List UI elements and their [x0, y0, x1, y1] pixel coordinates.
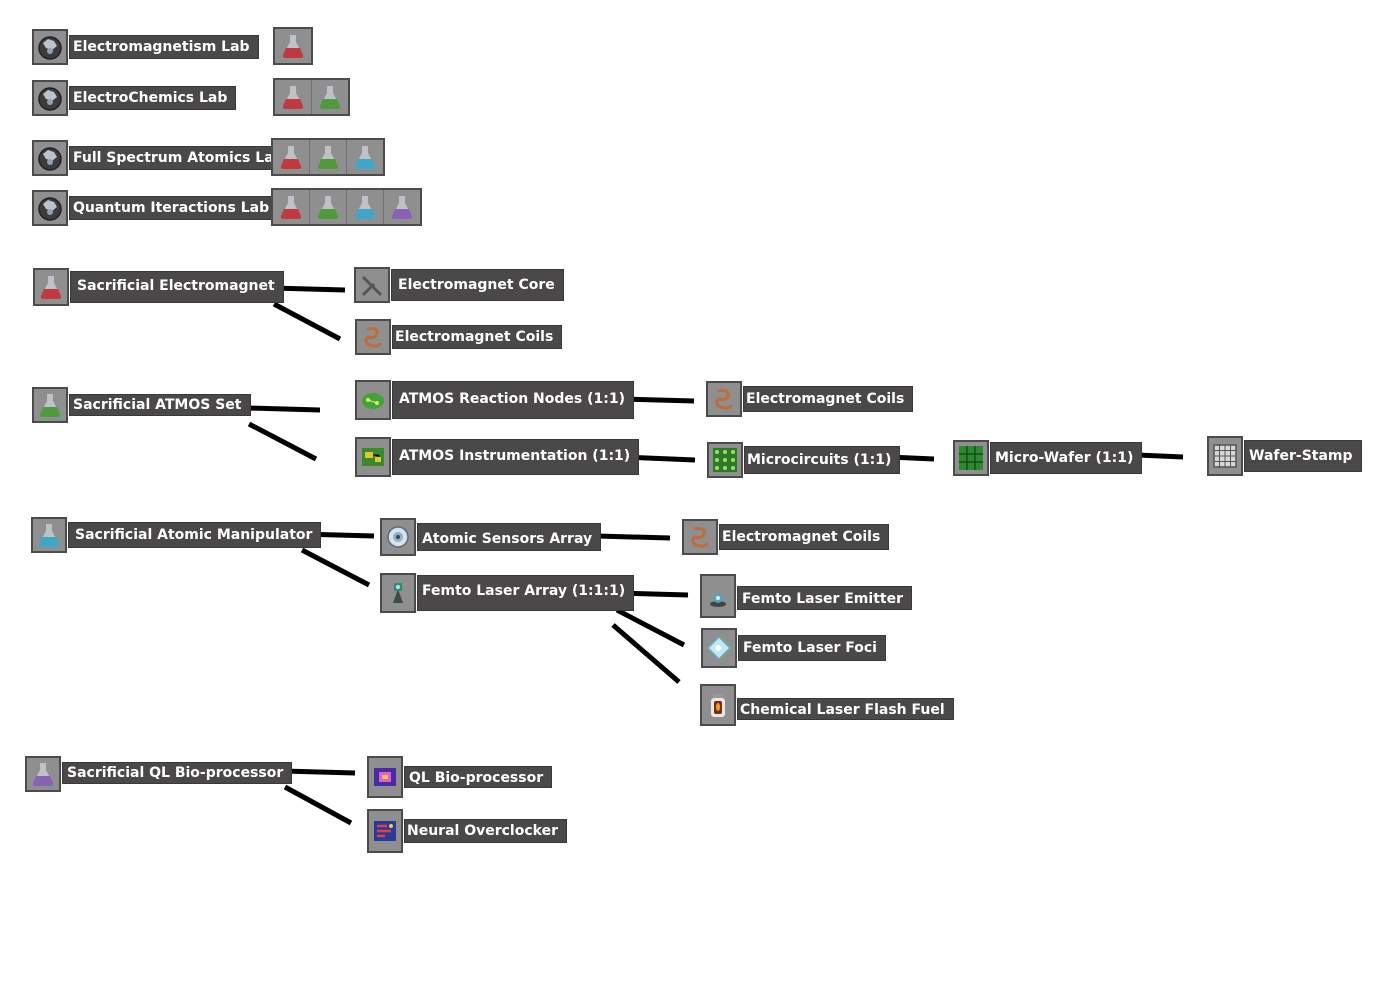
- node-label: Sacrificial Atomic Manipulator: [69, 523, 321, 547]
- green-flask-icon: [32, 387, 68, 423]
- node-label: Electromagnet Coils: [393, 326, 562, 348]
- node-label: Atomic Sensors Array: [418, 524, 601, 550]
- green-flask-icon: [310, 140, 347, 174]
- node-label: Electromagnet Coils: [720, 525, 889, 549]
- copper-coil-icon: [682, 519, 718, 555]
- edge: [283, 784, 353, 826]
- lab-row: Full Spectrum Atomics Lab: [32, 140, 292, 176]
- node-label: Micro-Wafer (1:1): [991, 443, 1142, 473]
- edge: [615, 607, 686, 648]
- microcircuit-icon: [707, 442, 743, 478]
- blue-flask-icon: [31, 517, 67, 553]
- chemical-laser-flash-fuel-node: Chemical Laser Flash Fuel: [700, 684, 953, 726]
- atmos-instrumentation-node: ATMOS Instrumentation (1:1): [355, 437, 639, 477]
- lab-row: ElectroChemics Lab: [32, 80, 236, 116]
- lab-name: Quantum Iteractions Lab: [70, 197, 278, 219]
- laser-foci-icon: [701, 628, 737, 668]
- atmos-coils-node: Electromagnet Coils: [706, 381, 913, 417]
- red-flask-icon: [273, 190, 310, 224]
- lab-name: Electromagnetism Lab: [70, 36, 258, 58]
- neural-overclocker-node: Neural Overclocker: [367, 809, 566, 853]
- femto-laser-foci-node: Femto Laser Foci: [701, 628, 885, 668]
- node-label: Sacrificial Electromagnet: [71, 272, 283, 302]
- wafer-stamp-node: Wafer-Stamp: [1207, 436, 1361, 476]
- node-label: Wafer-Stamp: [1245, 441, 1361, 471]
- lab-icon: [32, 140, 68, 176]
- edge: [247, 405, 321, 413]
- wafer-stamp-icon: [1207, 436, 1243, 476]
- science-pack-slots: [273, 78, 350, 116]
- blue-flask-icon: [347, 140, 383, 174]
- red-flask-icon: [275, 29, 311, 63]
- wafer-icon: [953, 440, 989, 476]
- red-flask-icon: [33, 268, 69, 306]
- node-label: Sacrificial QL Bio-processor: [63, 763, 292, 783]
- green-flask-icon: [312, 80, 348, 114]
- node-label: QL Bio-processor: [405, 767, 552, 787]
- sacrificial-atmos-node: Sacrificial ATMOS Set: [32, 387, 250, 423]
- node-label: Femto Laser Array (1:1:1): [418, 576, 634, 610]
- lab-icon: [32, 29, 68, 65]
- copper-coil-icon: [355, 319, 391, 355]
- science-pack-slots: [273, 27, 313, 65]
- node-label: Femto Laser Foci: [739, 636, 885, 660]
- red-flask-icon: [273, 140, 310, 174]
- femto-laser-array-node: Femto Laser Array (1:1:1): [380, 573, 634, 613]
- lab-name: ElectroChemics Lab: [70, 87, 236, 109]
- edge: [247, 421, 318, 462]
- electromagnet-core-node: Electromagnet Core: [354, 267, 563, 303]
- sacrificial-atomic-manipulator-node: Sacrificial Atomic Manipulator: [31, 517, 321, 553]
- edge: [611, 623, 681, 684]
- node-label: ATMOS Reaction Nodes (1:1): [393, 382, 633, 418]
- blue-flask-icon: [347, 190, 384, 224]
- atomic-sensors-array-node: Atomic Sensors Array: [380, 518, 601, 556]
- electromagnet-coils-node: Electromagnet Coils: [355, 319, 562, 355]
- node-label: Femto Laser Emitter: [738, 587, 911, 609]
- node-label: ATMOS Instrumentation (1:1): [393, 440, 639, 474]
- science-pack-slots: [271, 138, 385, 176]
- lab-icon: [32, 190, 68, 226]
- neural-overclocker-icon: [367, 809, 403, 853]
- edge: [271, 285, 346, 293]
- node-label: Electromagnet Coils: [744, 387, 913, 411]
- node-label: Chemical Laser Flash Fuel: [738, 699, 953, 719]
- lab-row: Electromagnetism Lab: [32, 29, 258, 65]
- ql-bio-processor-node: QL Bio-processor: [367, 756, 552, 798]
- lab-name: Full Spectrum Atomics Lab: [70, 147, 292, 169]
- node-label: Neural Overclocker: [405, 820, 566, 842]
- edge: [300, 547, 371, 588]
- circuit-board-icon: [355, 380, 391, 420]
- copper-coil-icon: [706, 381, 742, 417]
- edge: [282, 768, 356, 776]
- microcircuits-node: Microcircuits (1:1): [707, 442, 900, 478]
- science-pack-slots: [271, 188, 422, 226]
- red-flask-icon: [275, 80, 312, 114]
- micro-wafer-node: Micro-Wafer (1:1): [953, 440, 1142, 476]
- sacrificial-ql-bio-processor-node: Sacrificial QL Bio-processor: [25, 756, 292, 792]
- atmos-reaction-nodes-node: ATMOS Reaction Nodes (1:1): [355, 380, 633, 420]
- node-label: Electromagnet Core: [392, 270, 563, 300]
- femto-laser-emitter-node: Femto Laser Emitter: [700, 574, 911, 618]
- instrument-board-icon: [355, 437, 391, 477]
- atomic-coils-node: Electromagnet Coils: [682, 519, 889, 555]
- lab-icon: [32, 80, 68, 116]
- node-label: Sacrificial ATMOS Set: [70, 395, 250, 415]
- sacrificial-electromagnet-node: Sacrificial Electromagnet: [33, 268, 283, 306]
- fuel-canister-icon: [700, 684, 736, 726]
- lab-row: Quantum Iteractions Lab: [32, 190, 278, 226]
- laser-emitter-icon: [700, 574, 736, 618]
- green-flask-icon: [310, 190, 347, 224]
- edge: [596, 533, 671, 541]
- bio-processor-icon: [367, 756, 403, 798]
- laser-array-icon: [380, 573, 416, 613]
- edge: [1136, 452, 1184, 460]
- core-icon: [354, 267, 390, 303]
- sensor-array-icon: [380, 518, 416, 556]
- node-label: Microcircuits (1:1): [745, 447, 900, 473]
- edge: [272, 301, 342, 342]
- purple-flask-icon: [384, 190, 420, 224]
- purple-flask-icon: [25, 756, 61, 792]
